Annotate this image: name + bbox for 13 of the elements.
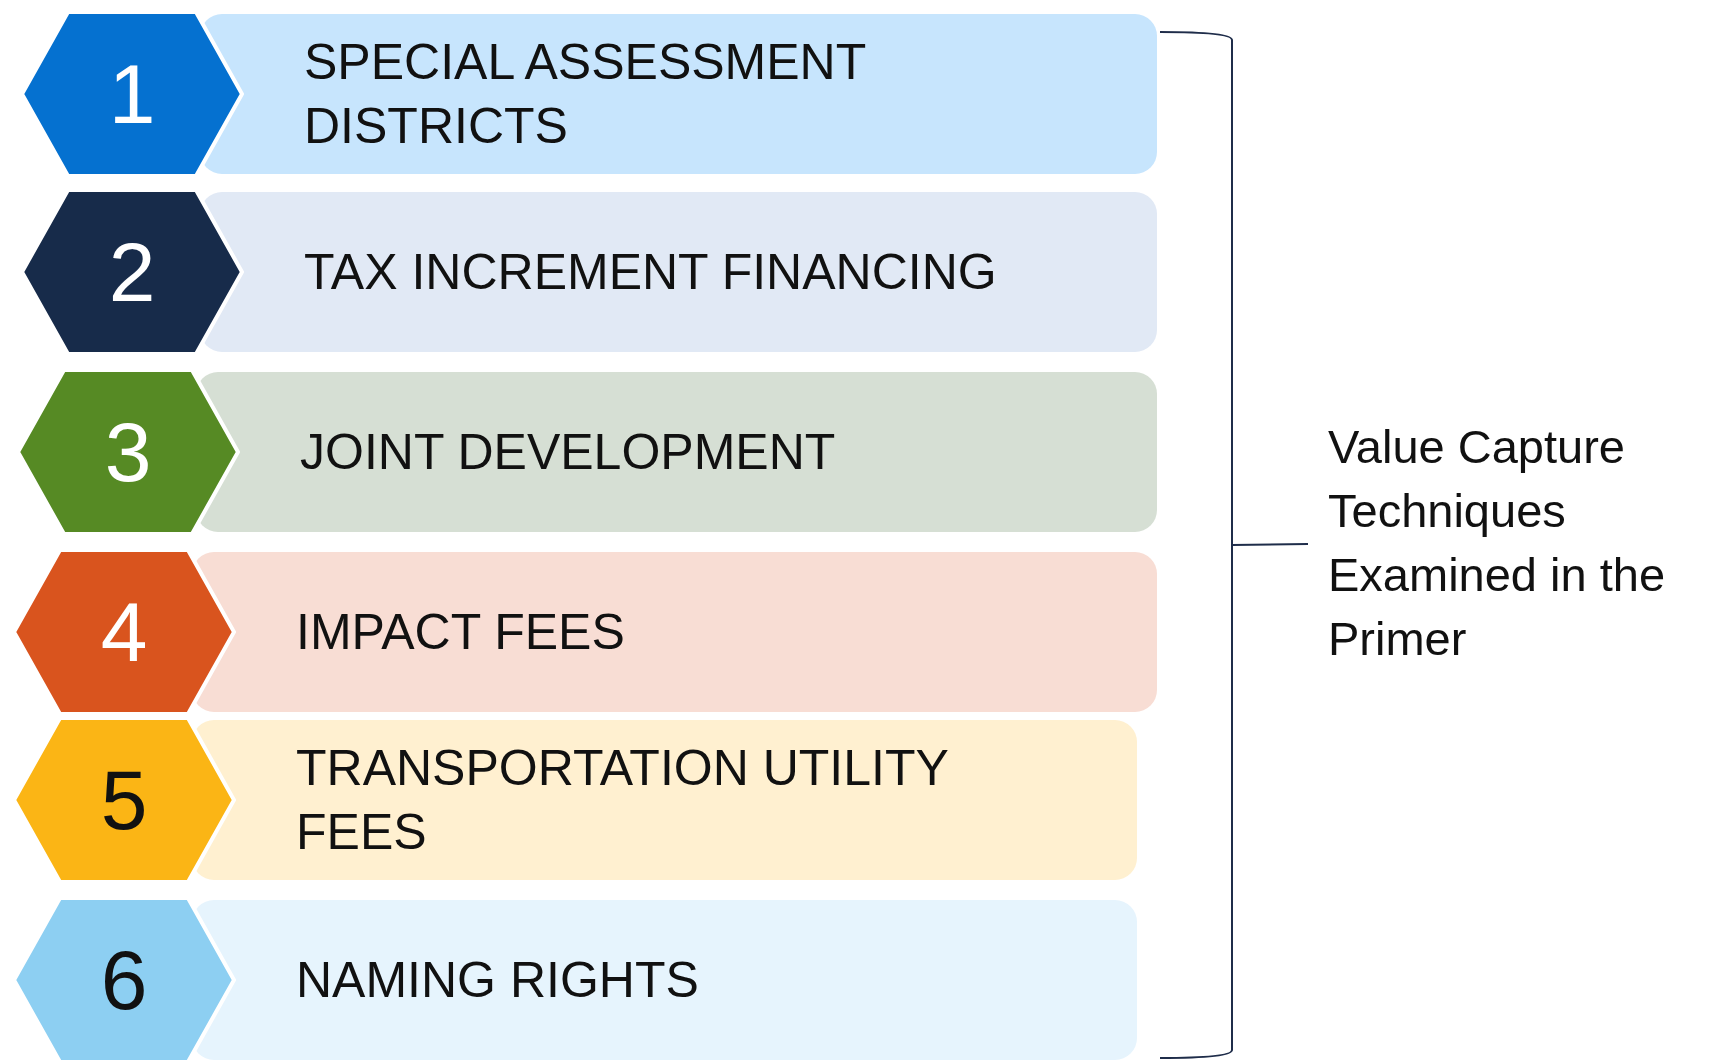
step-number: 5 (100, 751, 148, 849)
step-number: 1 (108, 45, 156, 143)
step-number: 3 (104, 403, 152, 501)
step-number: 2 (108, 223, 156, 321)
technique-name: NAMING RIGHTS (296, 951, 699, 1010)
technique-name: JOINT DEVELOPMENT (300, 423, 836, 482)
technique-name: TRANSPORTATION UTILITY FEES (296, 739, 949, 862)
step-number: 4 (100, 583, 148, 681)
technique-name: TAX INCREMENT FINANCING (304, 243, 997, 302)
step-number: 6 (100, 931, 148, 1029)
technique-name: IMPACT FEES (296, 603, 625, 662)
technique-name: SPECIAL ASSESSMENT DISTRICTS (304, 33, 867, 156)
bracket-caption: Value Capture Techniques Examined in the Primer (1328, 419, 1667, 667)
